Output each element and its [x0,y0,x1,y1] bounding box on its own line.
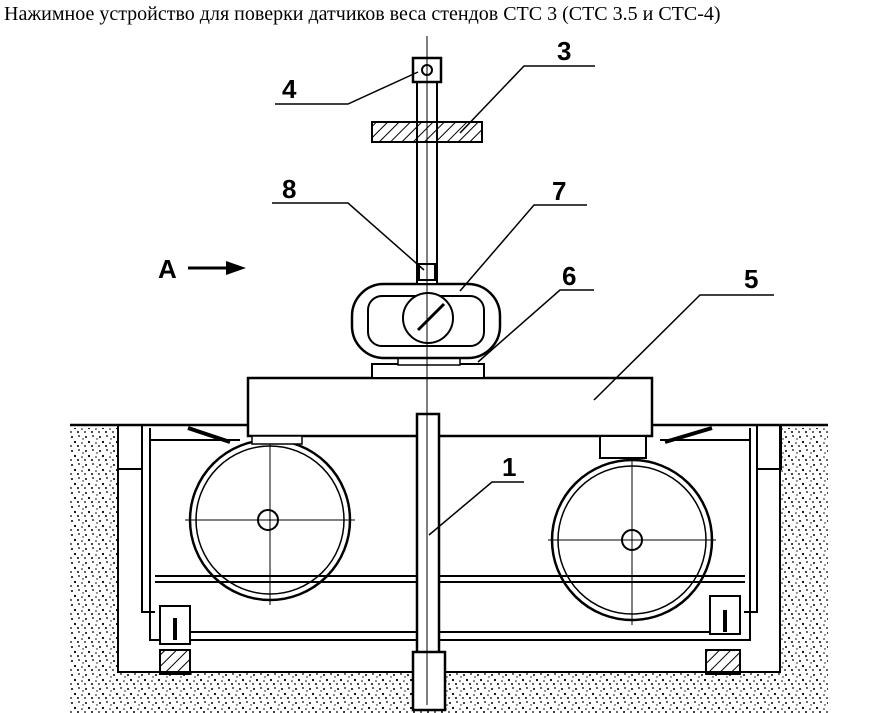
gauge-base [371,354,485,379]
leader-lines [272,65,774,536]
label-view-a: А [158,254,177,284]
roller-right [548,455,716,625]
rod [411,412,447,712]
foundation-soil [70,423,828,713]
roller-left [185,435,355,605]
label-8: 8 [282,174,296,204]
label-5: 5 [744,264,758,294]
label-1: 1 [502,452,516,482]
beam [246,376,654,459]
dial-gauge [350,282,502,360]
label-7: 7 [552,176,566,206]
label-6: 6 [562,261,576,291]
diagram-title: Нажимное устройство для поверки датчиков… [4,3,721,25]
support-feet [159,595,741,675]
pit-frame [117,424,782,641]
label-4: 4 [282,74,297,104]
view-arrow [188,261,246,275]
label-3: 3 [557,36,571,66]
